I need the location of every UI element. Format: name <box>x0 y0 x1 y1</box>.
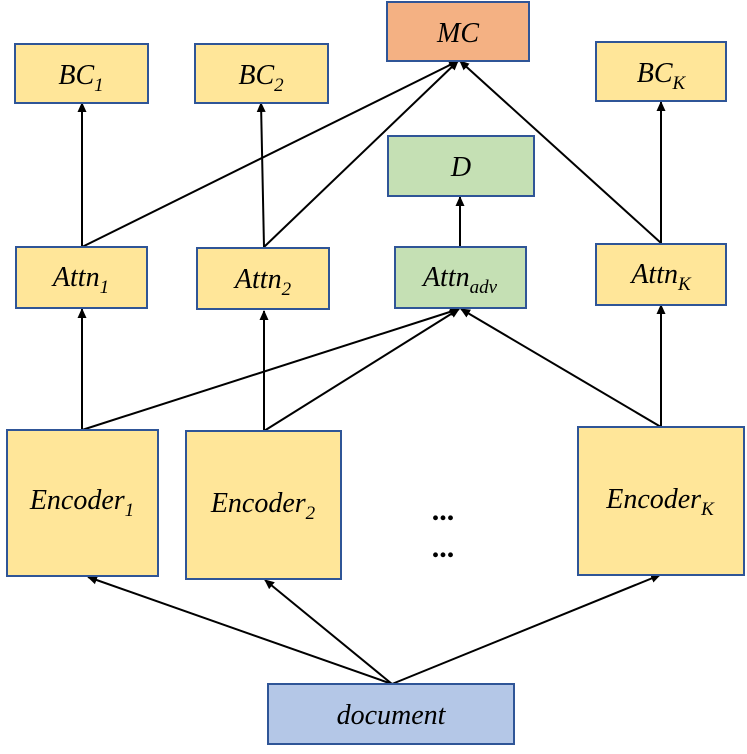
ellipsis-top: ... <box>432 494 455 527</box>
mc-label: MC <box>436 18 479 49</box>
attn1-label: Attn1 <box>51 262 109 298</box>
edge-attn1-mc <box>81 60 459 248</box>
d-box <box>387 135 535 197</box>
ellipsis-bottom: ... <box>432 531 455 564</box>
bc1-box <box>14 43 149 104</box>
edge-encoder1-attnadv <box>81 307 460 431</box>
edge-document-encoder2 <box>264 579 393 685</box>
edge-encoderk-attnadv <box>460 308 662 428</box>
attn2-label: Attn2 <box>233 264 292 300</box>
bc2-box <box>194 43 329 104</box>
attnadv-box <box>394 246 527 309</box>
document-box <box>267 683 515 745</box>
attnadv-node: Attnadv <box>394 246 527 309</box>
bc2-label: BC2 <box>238 60 284 96</box>
d-node: D <box>387 135 535 197</box>
attn2-node: Attn2 <box>196 247 330 310</box>
encoderk-box <box>577 426 745 576</box>
edge-attnk-mc <box>459 60 662 244</box>
encoder1-box <box>6 429 159 577</box>
attn1-box <box>15 246 148 309</box>
encoder2-box <box>185 430 342 580</box>
bc1-label: BC1 <box>58 60 103 96</box>
edge-attn2-bc2 <box>256 102 266 248</box>
attn1-node: Attn1 <box>15 246 148 309</box>
encoder2-node: Encoder2 <box>185 430 342 580</box>
bc1-node: BC1 <box>14 43 149 104</box>
mc-node: MC <box>386 1 530 62</box>
attnk-label: AttnK <box>629 259 692 295</box>
attnk-box <box>595 243 727 306</box>
attnadv-label: Attnadv <box>421 262 498 298</box>
attnk-node: AttnK <box>595 243 727 306</box>
nodes: MC BC1 BC2 BCK D Attn1 Att <box>6 1 745 745</box>
edge-attn2-mc <box>263 60 459 248</box>
document-label: document <box>337 700 447 731</box>
bck-node: BCK <box>595 41 727 102</box>
mc-box <box>386 1 530 62</box>
d-label: D <box>450 152 471 183</box>
bck-box <box>595 41 727 102</box>
encoder2-label: Encoder2 <box>210 488 316 524</box>
encoderk-label: EncoderK <box>605 484 715 520</box>
bc2-node: BC2 <box>194 43 329 104</box>
bck-label: BCK <box>637 58 687 94</box>
encoderk-node: EncoderK <box>577 426 745 576</box>
document-node: document <box>267 683 515 745</box>
edges <box>77 60 666 685</box>
encoder1-label: Encoder1 <box>29 485 134 521</box>
edge-encoder2-attnadv <box>263 308 460 432</box>
attn2-box <box>196 247 330 310</box>
edge-document-encoder1 <box>87 575 393 685</box>
edge-document-encoderk <box>391 574 661 685</box>
encoder1-node: Encoder1 <box>6 429 159 577</box>
